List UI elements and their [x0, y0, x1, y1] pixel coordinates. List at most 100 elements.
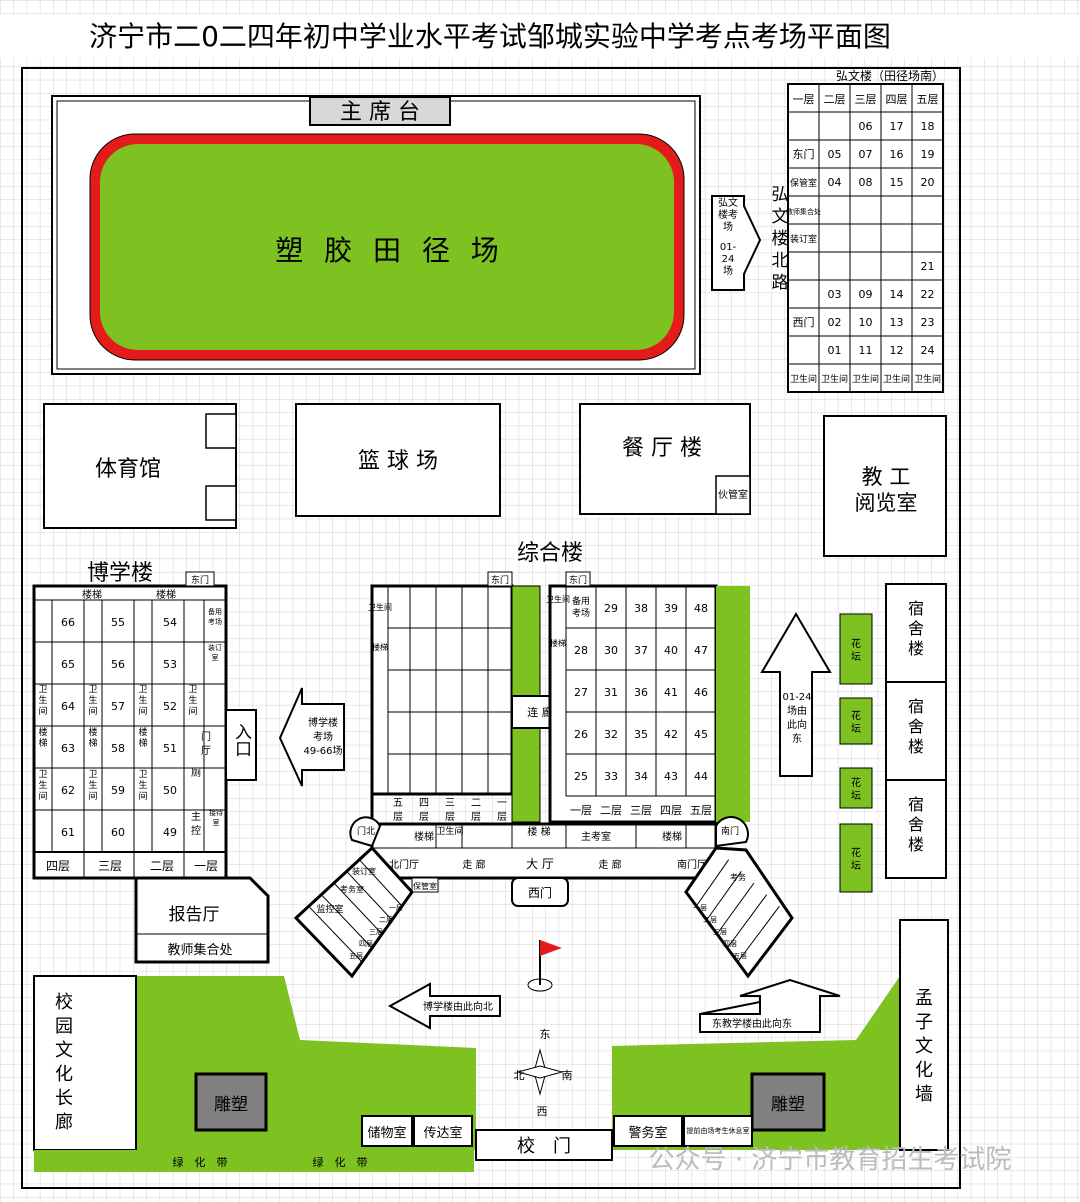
zonghe-west-floor: 一	[497, 798, 507, 809]
bowen-exam-room: 56	[111, 658, 125, 671]
flag-icon	[540, 940, 562, 956]
svg-text:场: 场	[723, 220, 733, 233]
zonghe-east-green	[716, 586, 750, 822]
corridor-char: 长	[55, 1088, 73, 1109]
flowerbed-label: 坛	[851, 860, 861, 872]
bowen-side-label: 接待	[209, 808, 223, 817]
zonghe-exam-room: 35	[634, 728, 648, 741]
bowen-side-label: 主	[191, 811, 201, 823]
flowerbed	[839, 823, 873, 893]
mengzi-char: 子	[915, 1012, 933, 1033]
zonghe-exam-room: 25	[574, 770, 588, 783]
flowerbed-label: 坛	[851, 790, 861, 802]
zonghe-west-floor: 层	[497, 811, 507, 823]
zonghe-exam-room: 42	[664, 728, 678, 741]
hongwen-room-cell: 06	[859, 120, 873, 133]
hongwen-room-cell: 保管室	[790, 177, 817, 189]
bowen-stair-label: 楼梯	[156, 588, 176, 601]
svg-text:博学楼由此向北: 博学楼由此向北	[423, 1000, 493, 1013]
zonghe-exam-room: 30	[604, 644, 618, 657]
south-hall-label: 南门厅	[677, 858, 707, 871]
west-gate	[511, 877, 569, 907]
hongwen-room-cell: 卫生间	[883, 373, 910, 385]
bowen-side-label: 卫	[188, 685, 197, 695]
report-hall-label: 报告厅	[169, 905, 220, 925]
hongwen-header-cell: 一层	[793, 93, 815, 106]
svg-text:考场: 考场	[313, 730, 333, 743]
svg-text:弘文: 弘文	[718, 196, 738, 209]
zonghe-exam-room: 38	[634, 602, 648, 615]
police-room	[613, 1115, 683, 1147]
hongwen-room-cell: 08	[859, 176, 873, 189]
bowen-side-label: 卫	[88, 770, 97, 780]
track-field-label: 塑 胶 田 径 场	[275, 234, 505, 267]
zonghe-lower-wing	[370, 822, 718, 880]
zonghe-exam-room: 46	[694, 686, 708, 699]
north-hall-label: 北门厅	[389, 858, 419, 871]
east-route-arrow	[760, 612, 832, 777]
zonghe-exam-room: 32	[604, 728, 618, 741]
corridor-label: 走 廊	[462, 858, 485, 871]
reviewing-stand-label: 主 席 台	[340, 100, 420, 125]
wing-floor-label: 三层	[369, 928, 383, 936]
hongwen-table-frame	[787, 83, 944, 393]
hongwen-room-cell: 03	[828, 288, 842, 301]
bowen-side-label: 装订	[208, 643, 222, 652]
hongwen-room-cell: 01	[828, 344, 842, 357]
zonghe-west-floor: 层	[445, 811, 455, 823]
hongwen-room-cell: 18	[921, 120, 935, 133]
zonghe-exam-room: 37	[634, 644, 648, 657]
bowen-side-label: 卫	[138, 770, 147, 780]
dormitory-label: 楼	[908, 737, 924, 756]
bowen-exam-room: 59	[111, 784, 125, 797]
hongwen-room-cell: 15	[890, 176, 904, 189]
svg-text:弘: 弘	[772, 185, 789, 205]
bowen-side-label: 卫	[38, 770, 47, 780]
bowen-exam-room: 51	[163, 742, 177, 755]
zonghe-west-stair: 楼梯	[372, 642, 388, 652]
bowen-side-label: 楼	[88, 726, 97, 738]
zonghe-floor-label: 五层	[690, 804, 712, 817]
svg-text:24: 24	[722, 254, 735, 265]
flowerbed-label: 花	[851, 709, 861, 722]
hongwen-room-cell: 09	[859, 288, 873, 301]
monitor-room: 监控室	[316, 903, 343, 915]
flowerbed-label: 坛	[851, 723, 861, 735]
bowen-side-label: 间	[138, 705, 147, 717]
bowen-exam-room: 54	[163, 616, 177, 629]
zonghe-stair-label: 楼梯	[662, 830, 682, 843]
teacher-gathering-label: 教师集合处	[167, 942, 232, 958]
zonghe-west-floor: 三	[445, 798, 455, 809]
svg-text:入口: 入口	[231, 723, 252, 757]
bowen-sign-arrow	[278, 687, 345, 787]
dormitory-label: 舍	[908, 619, 924, 638]
hongwen-room-cell: 16	[890, 148, 904, 161]
sculpture-right	[750, 1072, 826, 1132]
hongwen-room-cell: 东门	[793, 147, 815, 161]
zonghe-stair-label: 楼 梯	[527, 825, 550, 838]
zonghe-west-floor: 层	[419, 811, 429, 823]
hongwen-room-cell: 02	[828, 316, 842, 329]
gymnasium-label: 体育馆	[95, 457, 161, 482]
corridor-char: 校	[55, 992, 73, 1013]
dormitory-label: 舍	[908, 717, 924, 736]
bowen-exam-room: 52	[163, 700, 177, 713]
zonghe-west-floor: 四	[419, 798, 429, 809]
flowerbed-label: 花	[851, 776, 861, 789]
compass-south: 南	[562, 1069, 573, 1082]
svg-text:提前由场考生休息室: 提前由场考生休息室	[687, 1126, 750, 1135]
zonghe-exam-room: 考场	[572, 608, 590, 619]
title-banner	[0, 14, 1080, 58]
dormitory-label: 舍	[908, 815, 924, 834]
flowerbed-label: 花	[851, 637, 861, 650]
bowen-entrance	[225, 709, 257, 781]
dormitory-block	[885, 583, 947, 879]
corridor-char: 化	[55, 1064, 73, 1085]
zonghe-west-floor: 层	[471, 811, 481, 823]
bowen-side-label: 梯	[88, 737, 97, 749]
mengzi-char: 孟	[915, 988, 933, 1009]
bowen-side-label: 卫	[88, 685, 97, 695]
compass-east: 东	[540, 1028, 551, 1041]
svg-text:雕塑: 雕塑	[214, 1095, 248, 1115]
